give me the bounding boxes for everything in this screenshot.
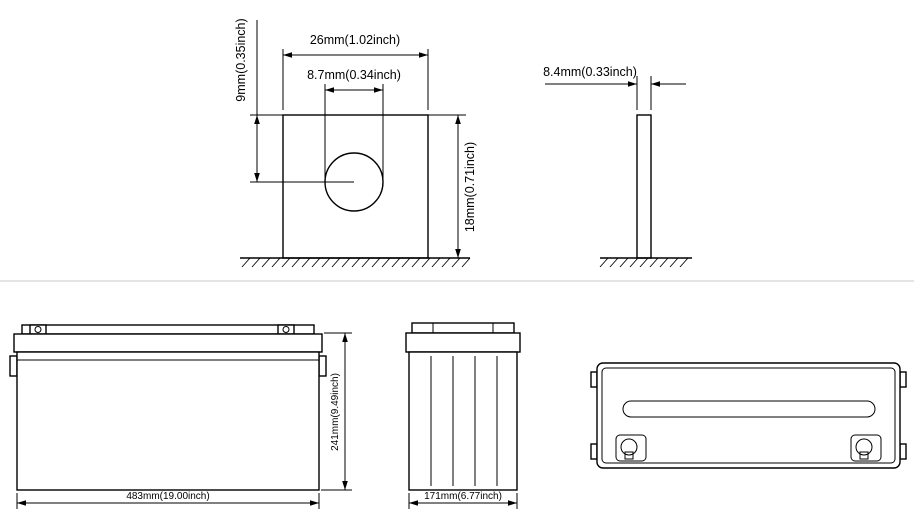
battery-lid (13, 333, 323, 353)
arrowhead (254, 115, 260, 124)
arrowhead (342, 481, 348, 490)
dim-label-battery-width: 171mm(6.77inch) (424, 491, 502, 502)
arrowhead (374, 87, 383, 93)
ground-hatching (599, 257, 689, 268)
arrowhead (508, 500, 517, 506)
dim-label-terminal-thickness: 8.4mm(0.33inch) (543, 65, 637, 79)
handle-recess (622, 400, 876, 418)
arrowhead (342, 333, 348, 342)
lid-top-strip (411, 322, 515, 334)
terminal-boss-right (850, 434, 882, 462)
arrowhead (419, 52, 428, 58)
battery-body (408, 351, 518, 491)
top-inner-outline (601, 367, 896, 464)
arrowhead (455, 249, 461, 258)
terminal-plate-side (636, 114, 652, 259)
battery-body (16, 351, 320, 491)
terminal-front-view (240, 114, 471, 268)
terminal-front-dimensions: 26mm(1.02inch) 8.7mm(0.34inch) 9mm(0.35i… (234, 18, 477, 258)
mount-ear (899, 443, 907, 460)
arrowhead (628, 81, 637, 87)
side-tab-left (9, 355, 18, 377)
arrowhead (17, 500, 26, 506)
terminal-bolt-left (34, 326, 42, 333)
arrowhead (310, 500, 319, 506)
arrowhead (254, 173, 260, 182)
terminal-boss-left (615, 434, 647, 462)
arrowhead (455, 115, 461, 124)
ground-hatching (241, 257, 471, 268)
dim-label-hole-offset: 9mm(0.35inch) (234, 18, 248, 101)
battery-side-view (405, 322, 521, 491)
terminal-slot-right (859, 451, 869, 460)
battery-front-dimensions: 483mm(19.00inch) 241mm(9.49inch) (16, 332, 352, 509)
dim-label-battery-height: 241mm(9.49inch) (330, 373, 341, 451)
mount-ear (899, 371, 907, 388)
terminal-side-view (599, 114, 692, 268)
side-tab-right (318, 355, 327, 377)
dim-label-terminal-height: 18mm(0.71inch) (463, 142, 477, 232)
terminal-bolt-right (282, 326, 290, 333)
mount-ear (590, 443, 598, 460)
terminal-post-left (620, 438, 638, 456)
terminal-side-dimensions: 8.4mm(0.33inch) (543, 65, 686, 110)
arrowhead (325, 87, 334, 93)
dim-label-battery-length: 483mm(19.00inch) (126, 491, 209, 502)
arrowhead (409, 500, 418, 506)
arrowhead (283, 52, 292, 58)
battery-top-view (590, 362, 907, 469)
battery-side-dimensions: 171mm(6.77inch) (408, 491, 518, 509)
dim-label-hole-diameter: 8.7mm(0.34inch) (307, 68, 401, 82)
terminal-post-right (855, 438, 873, 456)
dim-label-terminal-width: 26mm(1.02inch) (310, 33, 400, 47)
battery-front-view (9, 324, 327, 491)
battery-lid (405, 332, 521, 353)
lid-top-strip (21, 324, 315, 335)
terminal-slot-left (624, 451, 634, 460)
arrowhead (651, 81, 660, 87)
top-outline (596, 362, 901, 469)
mount-ear (590, 371, 598, 388)
